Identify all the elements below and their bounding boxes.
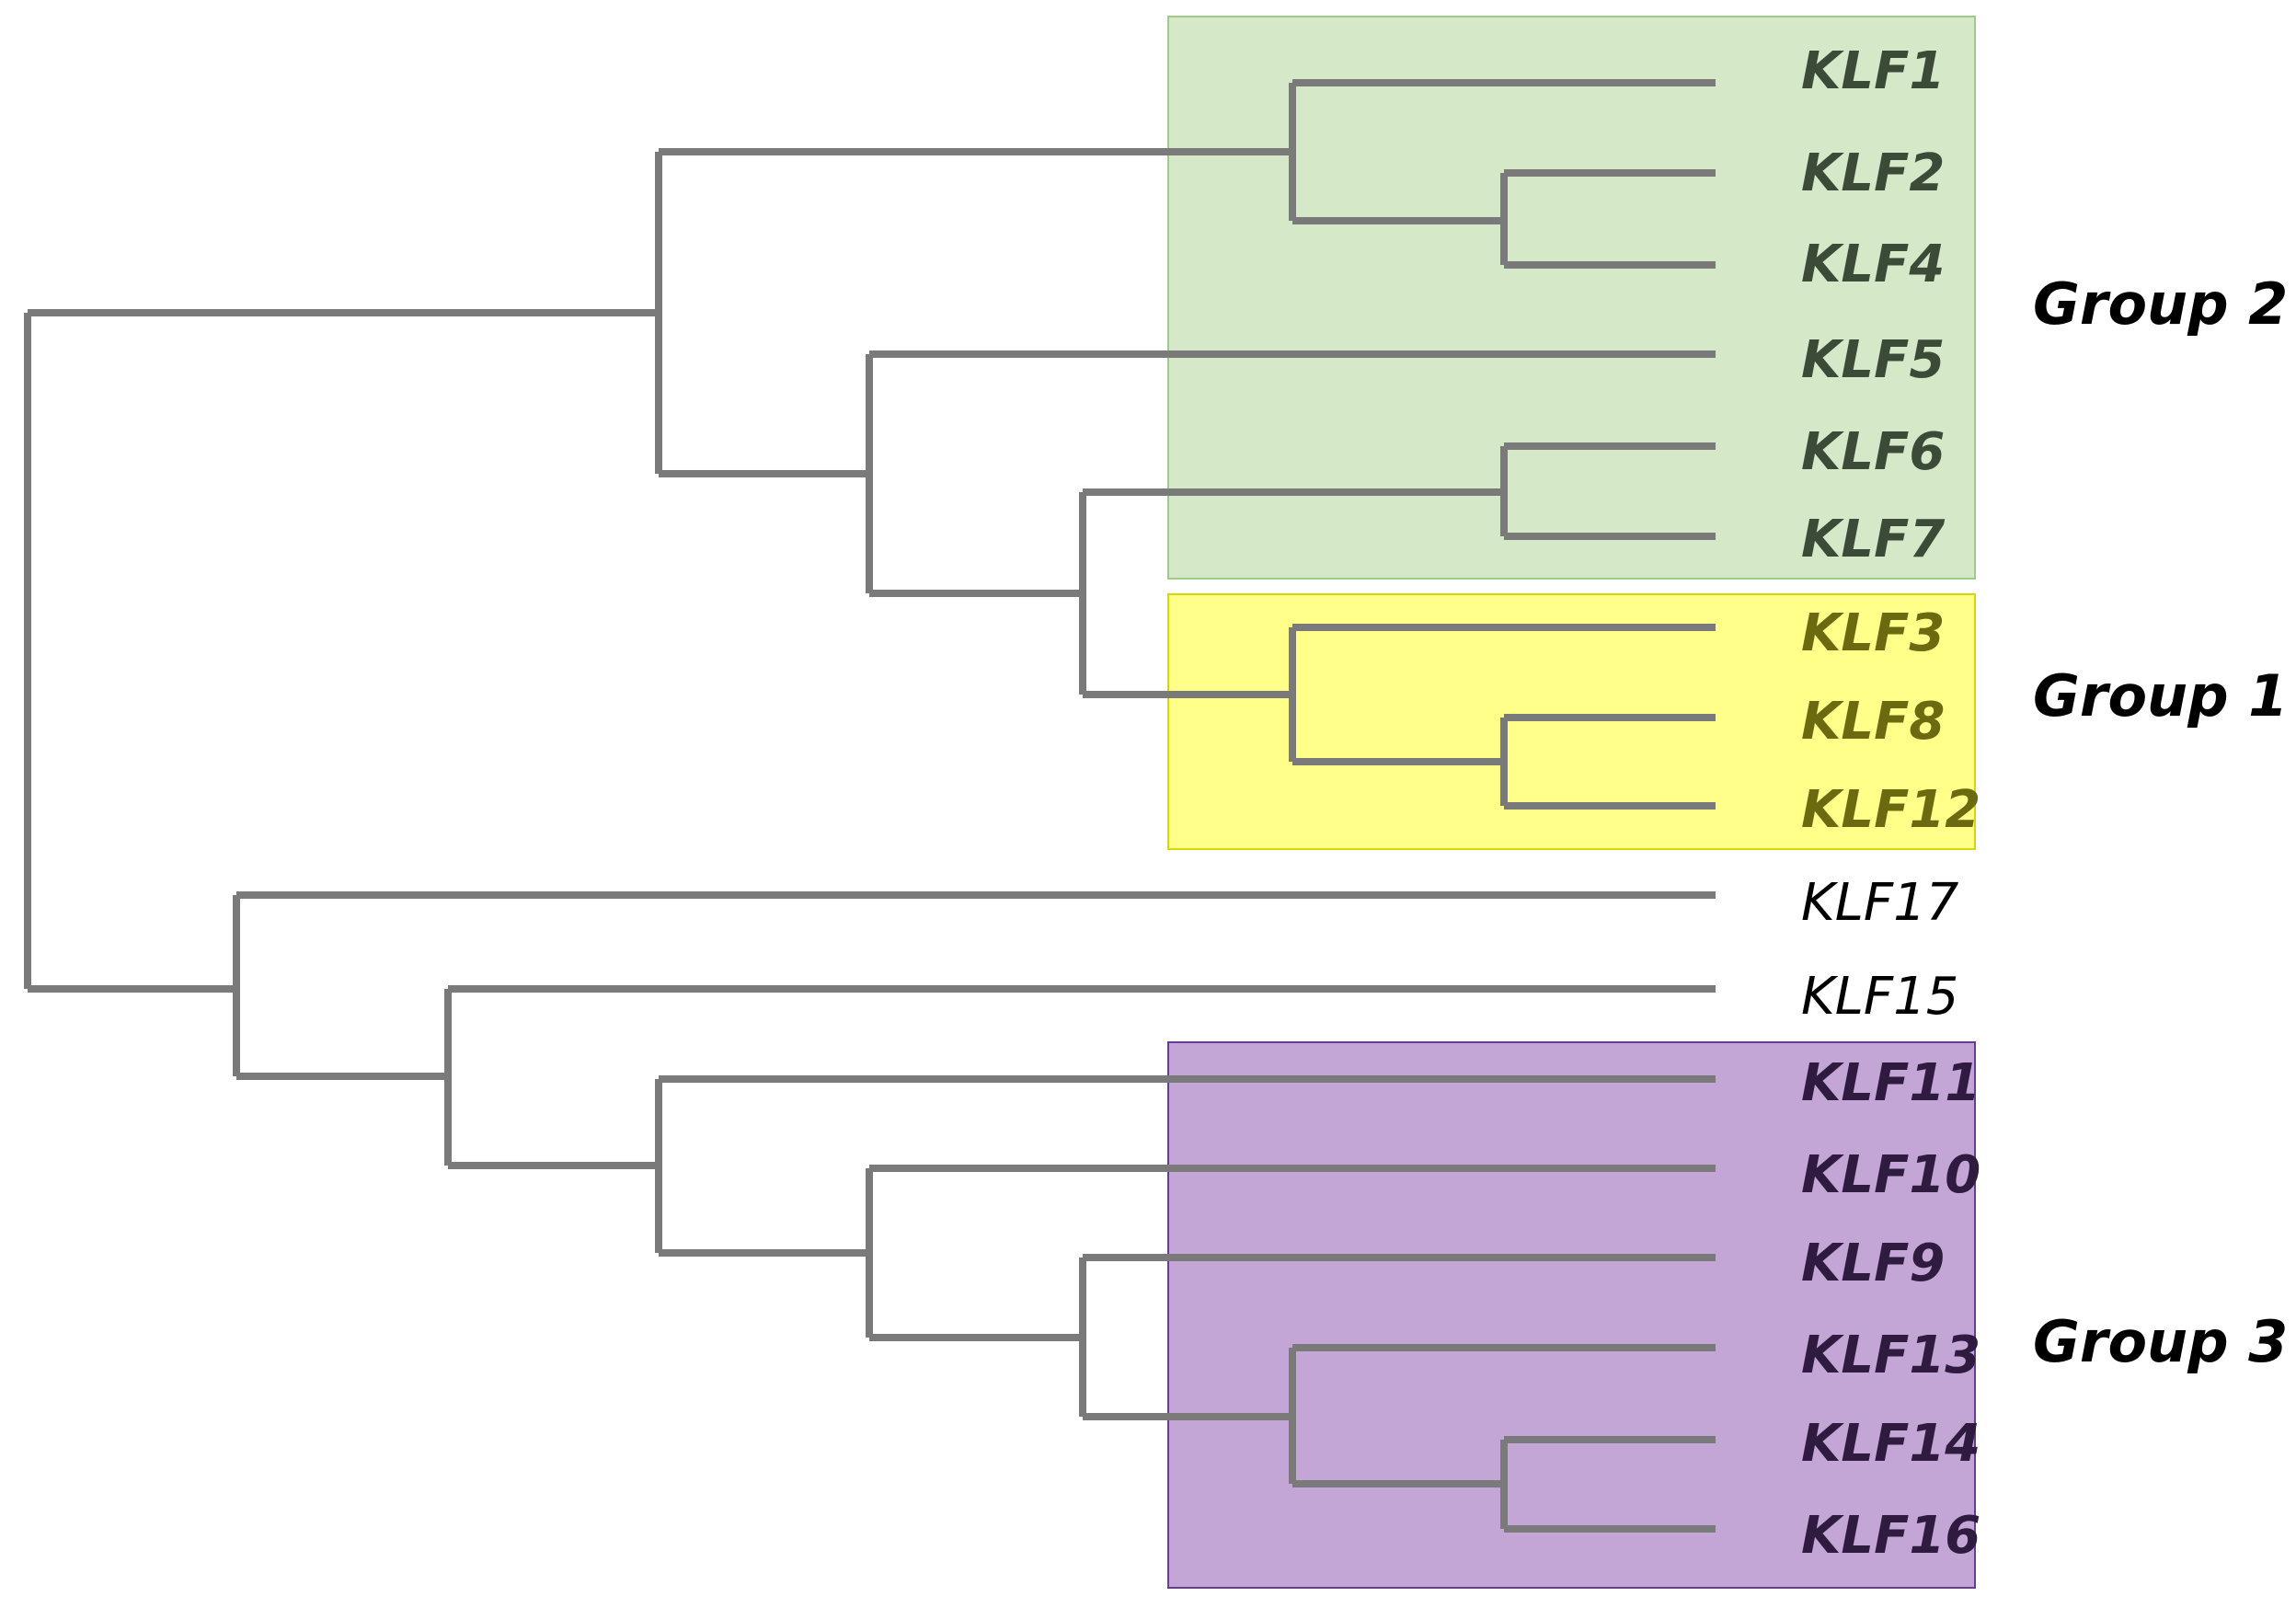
leaf-label: KLF1 — [1801, 41, 1945, 101]
leaf-label: KLF7 — [1801, 510, 1945, 569]
leaf-label: KLF3 — [1801, 603, 1945, 663]
leaf-label: KLF13 — [1801, 1326, 1980, 1385]
leaf-label: KLF12 — [1801, 780, 1980, 840]
group-3-box — [1167, 1041, 1976, 1589]
leaf-label: KLF15 — [1801, 967, 1958, 1027]
leaf-labels: KLF1 KLF2 KLF4 KLF5 KLF6 KLF7 KLF3 KLF8 … — [1801, 41, 1980, 1566]
leaf-label: KLF5 — [1801, 330, 1945, 390]
group-1-label: Group 1 — [2033, 662, 2288, 729]
leaf-label: KLF8 — [1801, 692, 1945, 752]
leaf-label: KLF14 — [1801, 1414, 1980, 1474]
leaf-label: KLF4 — [1801, 235, 1945, 294]
tree-branches — [24, 79, 1716, 1533]
leaf-label: KLF10 — [1801, 1145, 1980, 1205]
leaf-label: KLF9 — [1801, 1234, 1945, 1293]
leaf-label: KLF17 — [1801, 873, 1959, 933]
leaf-label: KLF16 — [1801, 1506, 1980, 1566]
leaf-label: KLF11 — [1801, 1053, 1980, 1113]
leaf-label: KLF6 — [1801, 422, 1945, 482]
group-2-box — [1167, 16, 1976, 580]
leaf-label: KLF2 — [1801, 144, 1945, 203]
group-2-label: Group 2 — [2033, 270, 2288, 338]
group-3-label: Group 3 — [2033, 1308, 2288, 1375]
